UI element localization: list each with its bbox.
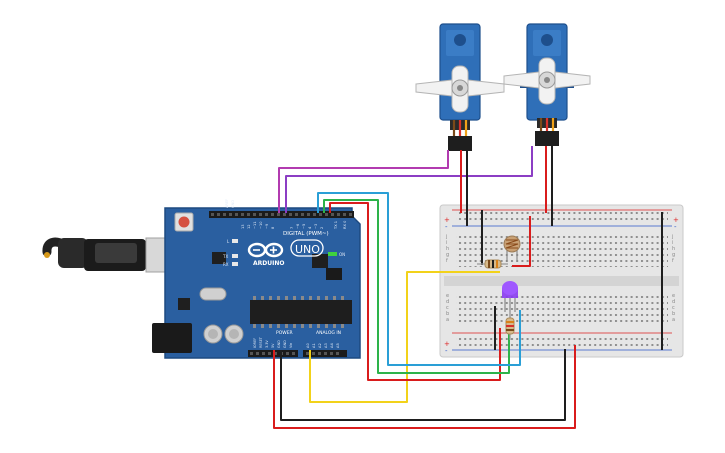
analog-pin-labels: A0 A1 A2 A3 A4 A5 (306, 343, 340, 348)
pin-label: ~5 (302, 224, 306, 229)
digital-pin-labels: 13 12 ~11 ~10 ~9 8 7 ~6 ~5 4 ~3 2 TX 1 R… (241, 220, 347, 230)
analog-in-label: ANALOG IN (316, 330, 341, 336)
pin-label: ~9 (265, 223, 269, 229)
pin-label: 7 (290, 227, 294, 229)
pin-label: ~11 (253, 221, 257, 229)
arduino-uno-board[interactable]: DIGITAL (PWM~) AREF GND 13 12 ~11 ~10 ~9… (42, 199, 361, 359)
wire-gnd[interactable] (280, 349, 566, 421)
pin-label: A0 (306, 343, 310, 348)
row-letter: b (672, 311, 675, 317)
model-label: UNO (295, 243, 320, 256)
pin-label: RESET (259, 336, 263, 348)
row-letter: g (446, 252, 449, 258)
row-letter: c (446, 305, 449, 311)
pin-label: ~6 (296, 223, 300, 229)
row-letter: i (672, 240, 673, 246)
row-letter: j (445, 234, 447, 240)
digital-pins-label: DIGITAL (PWM~) (283, 231, 329, 237)
row-letter: a (672, 317, 675, 323)
on-label: ON (339, 252, 345, 257)
photoresistor[interactable] (503, 235, 521, 262)
pin-label: A3 (324, 343, 328, 348)
rail-plus-label: + (673, 216, 679, 224)
rail-minus-label: - (674, 223, 677, 231)
pin-label: 13 (241, 224, 245, 229)
row-letter: d (446, 299, 449, 305)
pin-label: A2 (318, 343, 322, 348)
servo-motor-1[interactable] (415, 23, 505, 151)
pin-label: Vin (289, 343, 293, 348)
pin-label: RX 0 (343, 220, 347, 229)
brand-label: ARDUINO (253, 260, 284, 267)
tx-label: TX (222, 254, 228, 259)
row-letter: f (446, 258, 448, 264)
digital-header (209, 211, 354, 218)
rgb-led[interactable] (502, 281, 518, 318)
row-letters-right: j i h g f e d c b a (671, 234, 675, 323)
row-letter: b (446, 311, 449, 317)
rail-plus-label: + (444, 340, 450, 348)
wire-servo2-signal[interactable] (285, 146, 533, 213)
arduino-logo (247, 242, 284, 258)
row-letter: g (672, 252, 675, 258)
atmega-chip (250, 300, 352, 324)
crystal (199, 287, 227, 301)
pin-label: A4 (330, 343, 334, 348)
wire-ldr-power[interactable] (512, 216, 531, 267)
pin-label: 3.3V (265, 340, 269, 348)
pin-label: GND (283, 340, 287, 348)
usb-chip (212, 252, 226, 264)
pin-label: A1 (312, 343, 316, 348)
resistor-ldr[interactable] (477, 259, 508, 269)
row-letter: h (446, 246, 449, 252)
power-label: POWER (276, 330, 293, 336)
l-label: L (227, 239, 230, 244)
pin-label: 4 (308, 226, 312, 229)
power-pin-labels: IOREF RESET 3.3V 5V GND GND Vin (253, 336, 293, 348)
pin-label: ~3 (314, 224, 318, 229)
pin-label: ~10 (259, 221, 263, 229)
pin-label: 5V (271, 343, 275, 348)
pin-label: 2 (320, 227, 324, 229)
row-letters-left: j i h g f e d c b a (445, 234, 449, 323)
row-letter: a (446, 317, 449, 323)
row-letter: c (672, 305, 675, 311)
gnd-label: GND (231, 200, 235, 208)
resistor-led[interactable] (505, 312, 515, 340)
rx-label: RX (223, 262, 229, 267)
aref-label: AREF (225, 199, 229, 208)
row-letter: i (446, 240, 447, 246)
row-letter: j (671, 234, 673, 240)
servo-motor-2[interactable] (503, 23, 591, 146)
reset-button[interactable] (178, 216, 190, 228)
pin-label: A5 (336, 343, 340, 348)
wire-servo1-signal[interactable] (278, 150, 449, 213)
row-letter: e (672, 293, 675, 299)
pin-label: 12 (247, 224, 251, 229)
wire-led-blue[interactable] (317, 192, 521, 366)
row-letter: h (672, 246, 675, 252)
wire-ldr-signal[interactable] (309, 271, 500, 403)
row-letter: d (672, 299, 675, 305)
power-jack (152, 323, 192, 353)
rail-minus-label: - (445, 223, 448, 231)
row-letter: e (446, 293, 449, 299)
row-letter: f (672, 258, 674, 264)
pin-label: IOREF (253, 338, 257, 348)
pin-label: 8 (271, 226, 275, 229)
pin-label: GND (277, 340, 281, 348)
wires (273, 146, 663, 429)
rail-minus-label: - (445, 347, 448, 355)
pin-label: TX 1 (334, 221, 338, 230)
rail-plus-label: + (444, 216, 450, 224)
wire-led-red[interactable] (329, 202, 501, 381)
breadboard: + - + - + - j i h g f e d c b a j i h g … (439, 204, 684, 358)
usb-cable (42, 237, 179, 273)
wire-5v[interactable] (273, 345, 576, 429)
